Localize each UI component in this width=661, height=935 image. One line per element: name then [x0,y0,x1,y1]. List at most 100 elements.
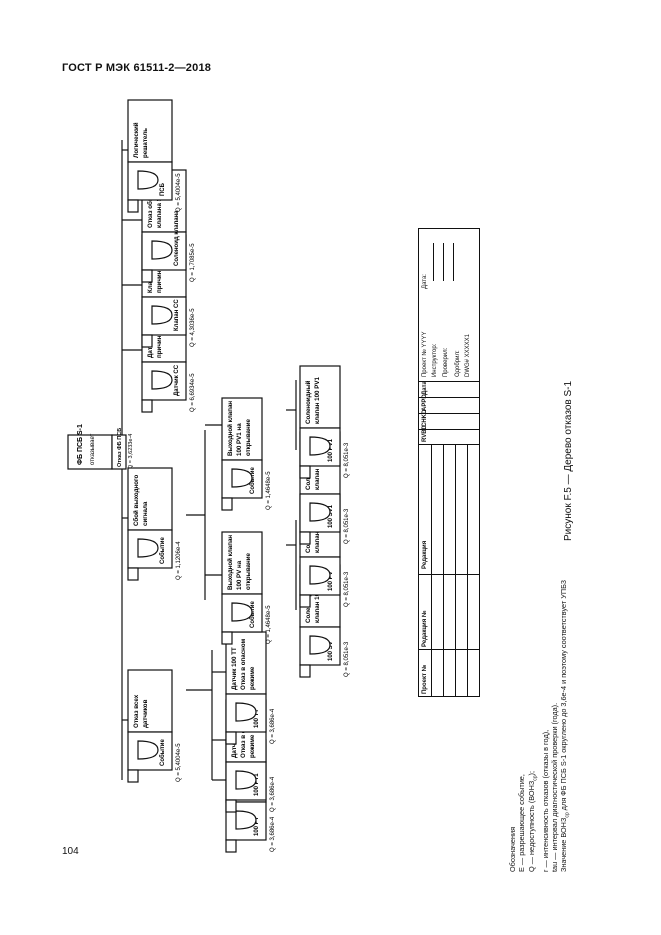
leaf-l6-q-text: Q = 8,051e-3 [344,508,350,544]
table-col-divider [419,696,479,697]
leaf-l7-title-text: клапан 100 PV1 [314,377,321,424]
leaf-l3-q-text: Q = 3,686e-4 [270,708,276,744]
node-n1-title-text: датчиков [142,699,149,728]
node-n4-code-box [141,334,153,348]
node-n4-gate-shape [151,305,173,325]
leaf-l5-gate-shape [309,565,331,585]
node-n2-title-text: сигнала [142,501,149,526]
leaf-l4-q-text: Q = 8,051e-3 [344,641,350,677]
leaf-l3-title-text: режиме [249,666,256,690]
table-row-divider [455,444,456,696]
leaf-l3-code-box [225,731,237,745]
node-n5-code-box [141,269,153,283]
leaf-l6-gate-label: 100 SV1 [328,504,334,528]
mid-m1-code-box [221,631,233,645]
legend-line-r: r — интенсивность отказов (отказы в год)… [540,729,550,872]
document-header: ГОСТ Р МЭК 61511-2—2018 [62,62,212,74]
leaf-l4-gate-shape [309,635,331,655]
leaf-l3-title-text: Датчик 100 ТТ [231,647,238,690]
table-col-divider [419,413,479,414]
mid-m1-q-text: Q = 1,4648e-5 [266,605,272,644]
leaf-l3-title-text: Отказ в опасном [240,638,247,690]
mid-m2-title-text: Выходной клапан [227,401,234,456]
leaf-l7-q-text: Q = 8,051e-3 [344,442,350,478]
legend-line-e: E — разрешающее событие, [517,774,527,872]
leaf-l2-code-box [225,799,237,813]
leaf-l3-gate-label: 100 ТТ [254,709,260,728]
node-n4-gate-label: Клапан СС [174,299,180,331]
table-header-0: Проект № [422,664,428,694]
node-n3-gate-label: Датчик СС [174,364,180,396]
mid-m1-title-text: 100 PV на [236,560,243,590]
leaf-l6-code-box [299,531,311,545]
table-header-1: Редакция № [422,610,428,647]
table-header-3: RVBD [422,425,428,442]
top-event-gate-box [111,434,127,470]
node-n6-q-text: Q = 5,4004e-5 [176,173,182,212]
table-row-divider [431,444,432,696]
table-header-4: CHKD [422,409,428,427]
title-block-sign-4: DWG# XXXXX1 [465,333,471,377]
leaf-l4-gate-label: 100 SV [328,641,334,661]
leaf-l7-code-box [299,465,311,479]
leaf-l7-gate-shape [309,436,331,456]
node-n2-title-text: Сбой выходного [133,474,140,526]
legend-line-note: Значение ВОНЗср для ФБ ПСБ S-1 округлено… [559,580,571,872]
node-n5-title-text: Отказ общего [147,186,154,228]
table-row-divider [443,444,444,696]
table-row-divider [467,444,468,696]
leaf-l1-gate-label: 100 РТ [254,816,260,836]
node-n4-q-text: Q = 4,3036e-5 [190,308,196,347]
node-n5-title-text: клапана SD2 [156,189,163,228]
table-col-divider [419,444,479,445]
legend: Обозначения E — разрешающее событие, Q —… [508,580,573,872]
node-n1-gate-label: Событие [159,739,166,766]
table-header-5: APPD [422,394,428,411]
leaf-l5-gate-label: 100 PV [328,571,334,591]
leaf-l4-code-box [299,664,311,678]
node-n3-title-text: причине [156,332,163,358]
top-event-gate: Отказ ФБ ПСБ [117,428,123,467]
leaf-l5-code-box [299,594,311,608]
legend-line-q: Q — недоступность (ВОНЗср); [526,770,539,872]
leaf-l7-title-text: Соленоидный [305,380,312,424]
node-n2-gate-shape [137,538,159,558]
mid-m1-title-box [221,531,263,595]
leaf-l5-gate-box [299,556,341,596]
leaf-l1-gate-shape [235,810,257,830]
node-n3-gate-shape [151,370,173,390]
leaf-l7-gate-label: 100 PV1 [328,438,334,462]
title-block-sign-0: Проект № YYYY [422,331,428,377]
mid-m2-gate-box [221,459,263,499]
figure-caption: Рисунок F.5 — Дерево отказов S-1 [563,380,574,541]
leaf-l2-title-text: режиме [249,734,256,758]
table-col-divider [419,649,479,650]
node-n6-title-box [127,99,173,163]
node-n1-gate-shape [137,740,159,760]
node-n1-q-text: Q = 5,4004e-5 [176,743,182,782]
leaf-l3-title-box [225,631,267,695]
node-n3-code-box [141,399,153,413]
node-n2-code-box [127,567,139,581]
mid-m2-title-text: открывание [245,418,252,456]
legend-line-tau: tau — интервал диагностической проверки … [550,702,560,872]
leaf-l2-gate-label: 100 РТ1 [254,773,260,796]
node-n2-gate-label: Событие [159,537,166,564]
node-n5-gate-shape [151,240,173,260]
top-event-title: ФБ ПСБ S-1 [77,424,84,465]
mid-m1-gate-shape [231,602,253,622]
mid-m2-gate-shape [231,468,253,488]
title-block-sign-1: Инструктор: [432,343,438,377]
node-n6-gate-label: ПСБ [160,182,166,196]
mid-m2-gate-label: Событие [249,467,256,494]
node-n1-code-box [127,769,139,783]
table-header-2: Редакция [422,540,428,569]
title-block-sign-5: Дата: [422,274,428,289]
node-n1-title-text: Отказ всех [133,694,140,728]
table-col-divider [419,381,479,382]
table-col-divider [419,397,479,398]
node-n5-gate-label: Соленоид клапана [174,210,180,266]
mid-m1-gate-label: Событие [249,601,256,628]
